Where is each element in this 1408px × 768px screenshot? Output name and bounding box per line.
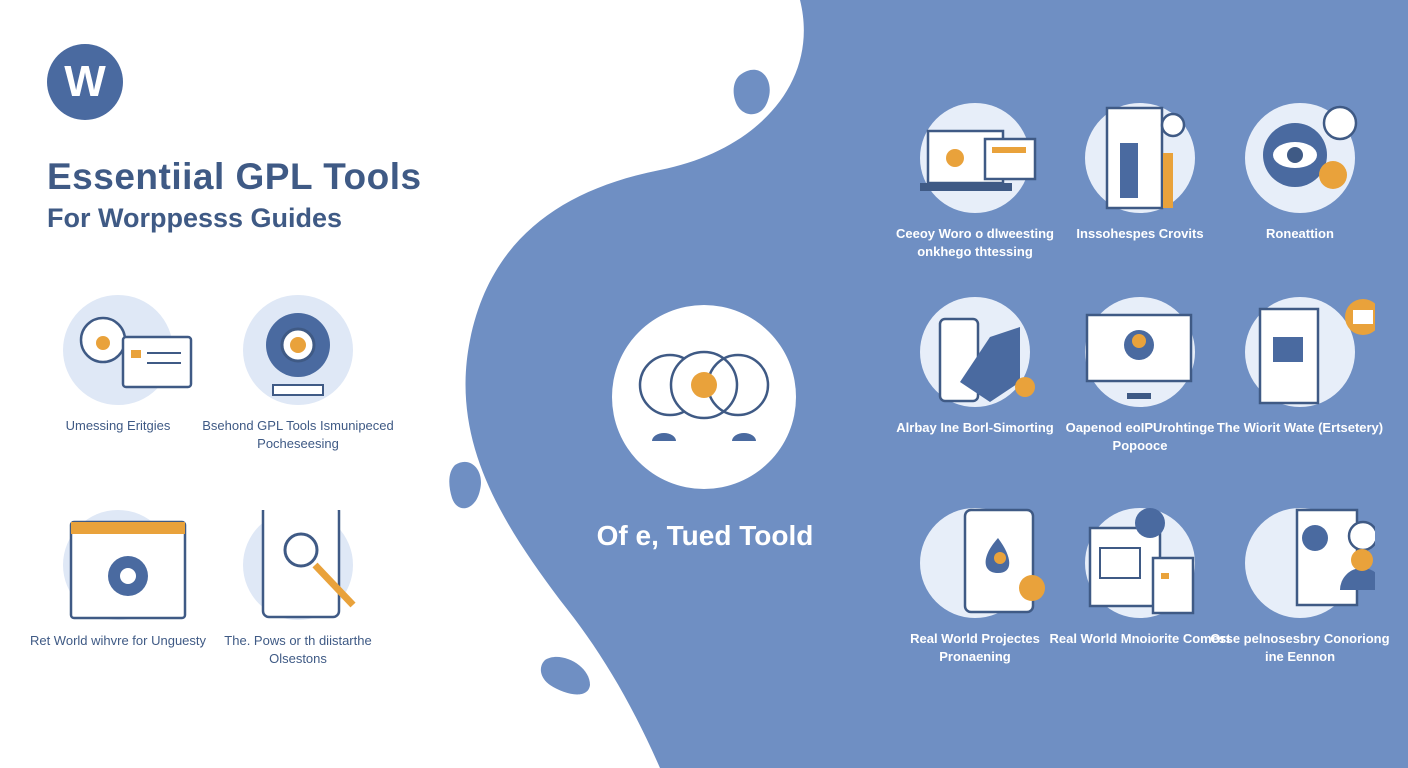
feature-item: Umessing Eritgies: [18, 295, 218, 435]
feature-item: Orse pelnosesbry Conoriong ine Eennon: [1200, 508, 1400, 666]
center-title: Of e, Tued Toold: [596, 520, 814, 551]
feature-label: Orse pelnosesbry Conoriong ine Eennon: [1210, 631, 1390, 664]
document-mail-icon: [1245, 297, 1375, 407]
feature-item: Real World Mnoiorite Comest: [1040, 508, 1240, 648]
monitor-user-icon: [1085, 297, 1195, 407]
robot-browser-icon: [63, 295, 193, 405]
browser-gear-icon: [63, 510, 187, 620]
feature-label: Real World Mnoiorite Comest: [1049, 631, 1231, 646]
feature-label: Roneattion: [1266, 226, 1334, 241]
center-illustration: [612, 305, 796, 489]
feature-label: Real World Projectes Pronaening: [910, 631, 1040, 664]
tablet-wordpress-icon: [243, 510, 356, 620]
browser-docs-icon: [1085, 508, 1195, 618]
feature-item: The Wiorit Wate (Ertsetery): [1200, 297, 1400, 437]
phone-shield-icon: [920, 297, 1035, 407]
eye-chat-icon: [1245, 103, 1358, 213]
feature-label: Oapenod eoIPUrohtinge Popooce: [1065, 420, 1215, 453]
feature-item: Inssohespes Crovits: [1040, 103, 1240, 243]
feature-label: Ret World wihvre for Unguesty: [29, 633, 207, 648]
feature-label: Bsehond GPL Tools Ismunipeced Pocheseesi…: [202, 418, 394, 451]
feature-item: Oapenod eoIPUrohtinge Popooce: [1040, 297, 1240, 455]
feature-label: The. Pows or th diistarthe Olsestons: [224, 633, 372, 666]
gear-target-icon: [243, 295, 353, 405]
wordpress-logo: W: [47, 44, 123, 120]
tablet-flame-icon: [920, 508, 1045, 618]
feature-item: Ret World wihvre for Unguesty: [18, 510, 218, 650]
music-user-icon: [1245, 508, 1375, 618]
page-title: Essentiial GPL Tools: [47, 156, 422, 197]
feature-item: Bsehond GPL Tools Ismunipeced Pocheseesi…: [198, 295, 398, 453]
feature-label: Alrbay Ine Borl-Simorting: [896, 420, 1054, 435]
feature-label: Ceeoy Woro o dlweesting onkhego thtessin…: [896, 226, 1054, 259]
feature-label: Inssohespes Crovits: [1076, 226, 1204, 241]
feature-item: The. Pows or th diistarthe Olsestons: [198, 510, 398, 668]
feature-item: Alrbay Ine Borl-Simorting: [875, 297, 1075, 437]
feature-item: Real World Projectes Pronaening: [875, 508, 1075, 666]
feature-label: The Wiorit Wate (Ertsetery): [1216, 420, 1384, 435]
feature-item: Ceeoy Woro o dlweesting onkhego thtessin…: [875, 103, 1075, 261]
page-subtitle: For Worppesss Guides: [47, 203, 343, 233]
laptop-dashboard-icon: [920, 103, 1037, 213]
feature-label: Umessing Eritgies: [65, 418, 171, 433]
feature-item: Roneattion: [1200, 103, 1400, 243]
blob-drop: [733, 69, 770, 115]
document-gear-icon: [1085, 103, 1195, 213]
